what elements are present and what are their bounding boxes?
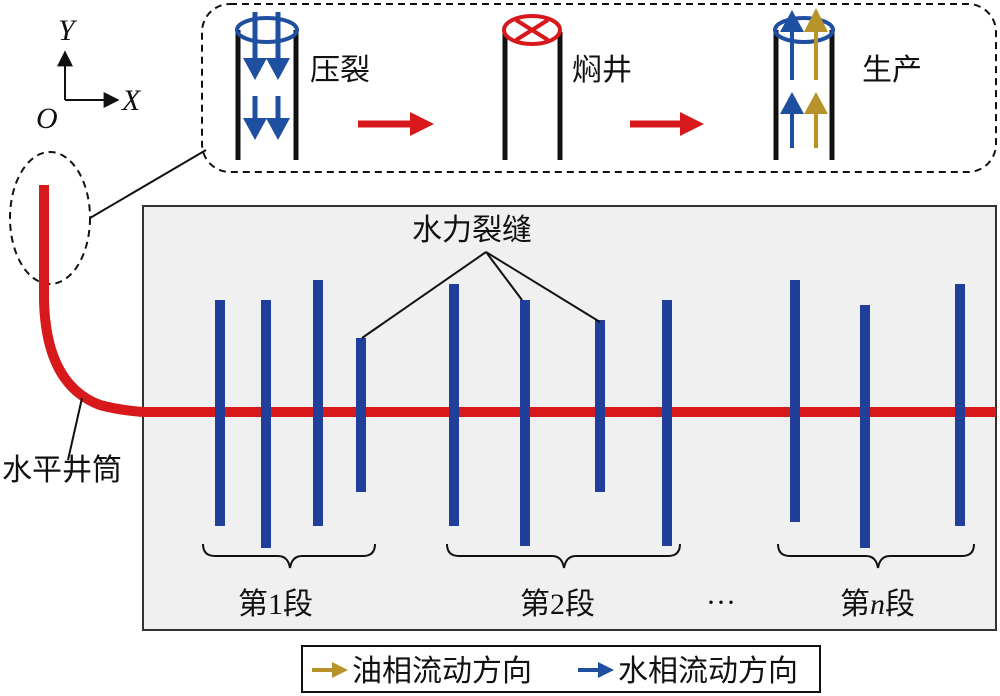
stage-braces <box>202 543 975 569</box>
well-shut-in <box>502 14 563 160</box>
step-label-production: 生产 <box>862 53 922 88</box>
wellbore-leader <box>67 397 83 461</box>
wellbore-label: 水平井筒 <box>2 453 122 488</box>
well-production <box>773 8 835 160</box>
fracture <box>261 300 271 548</box>
origin-label: O <box>36 102 58 135</box>
step-label-shut-in: 焖井 <box>572 53 632 88</box>
fracture <box>955 284 965 526</box>
well-fracturing <box>235 12 299 160</box>
fracture <box>662 300 672 546</box>
fracture <box>790 280 800 522</box>
reservoir-panel <box>142 205 997 631</box>
stage-label-1: 第1段 <box>238 587 313 622</box>
callout-line <box>89 149 207 219</box>
fracture-leaders <box>361 251 601 339</box>
oil-arrow-icon <box>312 662 348 678</box>
down-arrow-icon <box>243 12 290 140</box>
coordinate-axes: Y X O <box>36 14 142 135</box>
water-arrow-icon <box>578 662 614 678</box>
x-axis-label: X <box>121 84 142 117</box>
fracture <box>595 320 605 492</box>
up-arrow-icon <box>780 8 828 148</box>
fracture <box>215 300 225 526</box>
process-arrow-icon <box>358 112 434 136</box>
legend-oil-label: 油相流动方向 <box>352 654 532 689</box>
y-axis-label: Y <box>58 14 78 47</box>
wellhead-highlight <box>9 151 91 285</box>
fracture-label: 水力裂缝 <box>412 213 532 248</box>
stage-label-n: 第n段 <box>840 587 915 622</box>
step-label-fracturing: 压裂 <box>310 53 370 88</box>
process-panel: 压裂 焖井 <box>201 3 997 173</box>
legend: 油相流动方向 水相流动方向 <box>301 645 821 693</box>
fracture <box>356 338 366 492</box>
closed-valve-icon <box>502 14 562 46</box>
stage-ellipsis: ··· <box>706 586 736 619</box>
fracture <box>313 280 323 526</box>
stage-label-2: 第2段 <box>520 587 595 622</box>
fractures <box>215 280 965 548</box>
horizontal-wellbore <box>39 185 996 417</box>
fracture <box>520 300 530 546</box>
process-arrow-icon <box>630 112 704 136</box>
fracture <box>449 284 459 526</box>
fracture <box>860 305 870 548</box>
legend-water-label: 水相流动方向 <box>618 654 798 689</box>
